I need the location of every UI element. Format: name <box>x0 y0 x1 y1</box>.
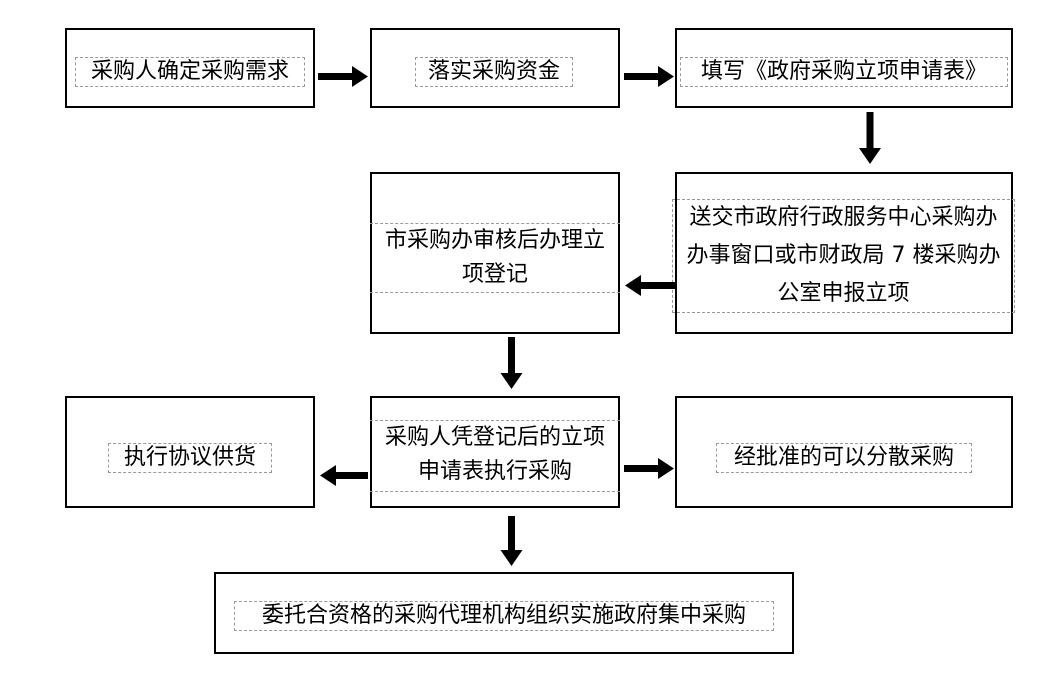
arrow-demand-to-funding <box>318 66 368 87</box>
review-line-1: 市采购办审核后办理立 <box>384 228 605 253</box>
label-decentralized: 经批准的可以分散采购 <box>716 443 972 473</box>
label-execute-procurement: 采购人凭登记后的立项 申请表执行采购 <box>370 420 620 492</box>
label-fill-form: 填写《政府采购立项申请表》 <box>680 57 1008 87</box>
arrow-execute-to-agreement <box>320 465 368 486</box>
submit-line-3: 公室申报立项 <box>777 281 910 306</box>
node-funding <box>370 28 620 108</box>
node-fill-form <box>675 28 1013 108</box>
arrow-submit-to-review <box>625 275 675 296</box>
label-agreement-supply: 执行协议供货 <box>108 443 272 473</box>
label-review-register: 市采购办审核后办理立 项登记 <box>370 223 620 293</box>
submit-line-2: 办事窗口或市财政局 7 楼采购办 <box>686 243 1001 268</box>
submit-line-1: 送交市政府行政服务中心采购办 <box>689 205 998 230</box>
label-determine-demand: 采购人确定采购需求 <box>75 57 305 87</box>
label-centralized: 委托合资格的采购代理机构组织实施政府集中采购 <box>234 601 774 631</box>
node-review-register <box>370 172 620 334</box>
node-decentralized <box>675 396 1013 508</box>
label-funding: 落实采购资金 <box>415 57 573 87</box>
node-centralized <box>214 572 794 654</box>
arrow-review-to-execute <box>500 337 523 389</box>
node-determine-demand <box>65 28 315 108</box>
arrow-execute-to-decentralized <box>624 458 674 479</box>
node-agreement-supply <box>65 396 315 508</box>
arrow-execute-to-centralized <box>500 516 523 566</box>
node-execute-procurement <box>370 396 620 508</box>
arrow-funding-to-form <box>624 66 674 87</box>
execute-line-2: 申请表执行采购 <box>417 459 572 484</box>
label-submit-project: 送交市政府行政服务中心采购办 办事窗口或市财政局 7 楼采购办 公室申报立项 <box>672 199 1015 313</box>
arrow-form-to-submit <box>859 112 881 164</box>
review-line-2: 项登记 <box>461 262 528 287</box>
execute-line-1: 采购人凭登记后的立项 <box>384 425 605 450</box>
